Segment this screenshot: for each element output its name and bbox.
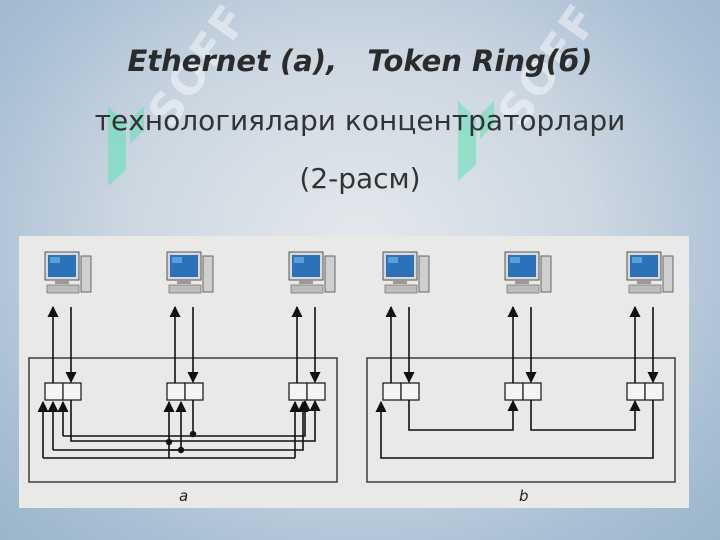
computer-icon — [166, 251, 214, 294]
computer-icon — [626, 251, 674, 294]
computer-icon — [288, 251, 336, 294]
figure-label-b: b — [519, 487, 529, 505]
hub-diagram-svg: a — [28, 251, 676, 505]
slide-title: Ethernet (a), Token Ring(б) — [127, 44, 593, 78]
hub-enclosure-a — [28, 357, 338, 483]
figure-caption: (2-расм) — [299, 162, 421, 195]
computer-icon — [382, 251, 430, 294]
slide-subtitle: технологиялари концентраторлари — [94, 104, 626, 137]
figure-label-a: a — [179, 487, 188, 505]
computer-icon — [504, 251, 552, 294]
computer-icon — [44, 251, 92, 294]
diagram-b: b — [366, 251, 676, 505]
hub-enclosure-b — [366, 357, 676, 483]
hub-diagram: a — [19, 236, 689, 508]
diagram-a: a — [28, 251, 338, 505]
